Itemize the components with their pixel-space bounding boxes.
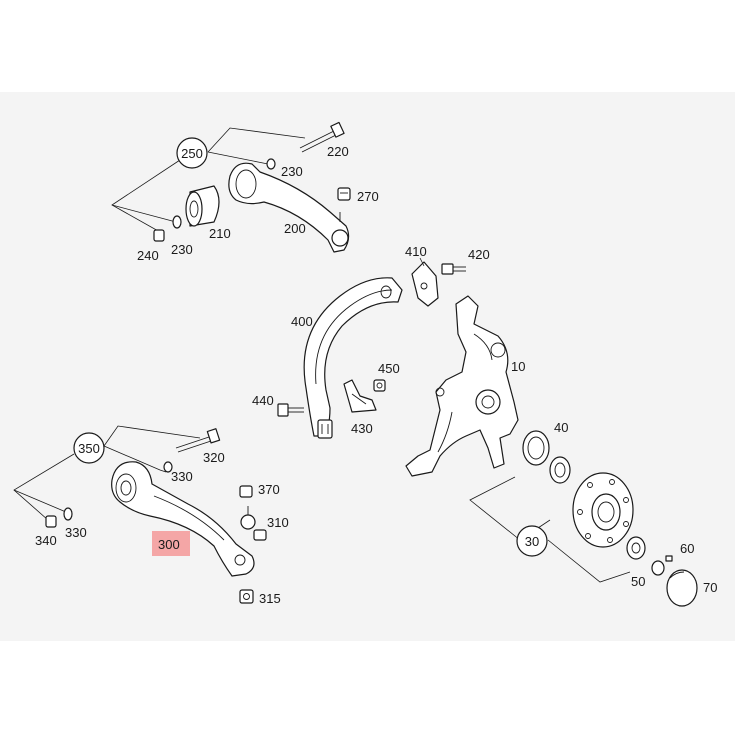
washer-330-top <box>163 461 173 473</box>
washer-230-top <box>266 158 276 170</box>
strut-400 <box>303 277 403 439</box>
bracket-410 <box>411 261 439 307</box>
callout-200: 200 <box>284 221 306 236</box>
callout-230-top: 230 <box>281 164 303 179</box>
strut-group: 410 420 400 450 440 430 <box>252 244 490 439</box>
callout-300: 300 <box>158 537 180 552</box>
callout-circle-250 <box>176 137 208 169</box>
callout-circle-30 <box>516 525 548 557</box>
bracket-430 <box>343 379 377 413</box>
callout-440: 440 <box>252 393 274 408</box>
callout-330-top: 330 <box>171 469 193 484</box>
callout-420: 420 <box>468 247 490 262</box>
callout-270: 270 <box>357 189 379 204</box>
knuckle-10: 10 <box>405 295 525 477</box>
nut-60 <box>651 555 673 576</box>
cap-70 <box>666 569 698 607</box>
callout-50: 50 <box>631 574 645 589</box>
callout-400: 400 <box>291 314 313 329</box>
upper-arm-group: 250 220 230 270 210 200 230 240 <box>111 121 379 263</box>
callout-210: 210 <box>209 226 231 241</box>
nut-370 <box>239 485 253 498</box>
callout-circle-350 <box>73 432 105 464</box>
hub-group: 30 40 60 50 70 <box>469 420 717 607</box>
diagram-panel <box>0 92 735 641</box>
nut-340 <box>45 515 57 528</box>
callout-220: 220 <box>327 144 349 159</box>
nut-450 <box>373 379 386 392</box>
wheel-hub <box>572 472 634 548</box>
callout-40: 40 <box>554 420 568 435</box>
wheel-bearing <box>549 456 571 484</box>
callout-240: 240 <box>137 248 159 263</box>
callout-230-bottom: 230 <box>171 242 193 257</box>
nut-315 <box>239 589 254 604</box>
bolt-320 <box>175 428 221 453</box>
callout-70: 70 <box>703 580 717 595</box>
ball-joint-310 <box>240 506 267 541</box>
nut-270 <box>337 187 351 201</box>
callout-410: 410 <box>405 244 427 259</box>
callout-450: 450 <box>378 361 400 376</box>
bolt-220 <box>299 121 345 153</box>
callout-30: 30 <box>525 534 539 549</box>
callout-10: 10 <box>511 359 525 374</box>
callout-330-bottom: 330 <box>65 525 87 540</box>
bushing-210 <box>185 185 220 227</box>
callout-340: 340 <box>35 533 57 548</box>
bolt-440 <box>277 403 304 417</box>
bearing-50 <box>626 536 646 560</box>
lower-arm-300 <box>111 461 255 577</box>
callout-250: 250 <box>181 146 203 161</box>
washer-230-bottom <box>172 215 182 229</box>
callout-315: 315 <box>259 591 281 606</box>
callout-320: 320 <box>203 450 225 465</box>
nut-240 <box>153 229 165 242</box>
washer-330-bottom <box>63 507 73 521</box>
callout-430: 430 <box>351 421 373 436</box>
highlight-300 <box>152 531 190 556</box>
callout-60: 60 <box>680 541 694 556</box>
upper-arm-200 <box>228 162 350 253</box>
callout-310: 310 <box>267 515 289 530</box>
seal-40 <box>522 430 550 466</box>
lower-arm-group: 350 320 330 370 310 300 330 340 315 <box>13 425 289 606</box>
callout-350: 350 <box>78 441 100 456</box>
callout-370: 370 <box>258 482 280 497</box>
bolt-420 <box>441 263 466 275</box>
